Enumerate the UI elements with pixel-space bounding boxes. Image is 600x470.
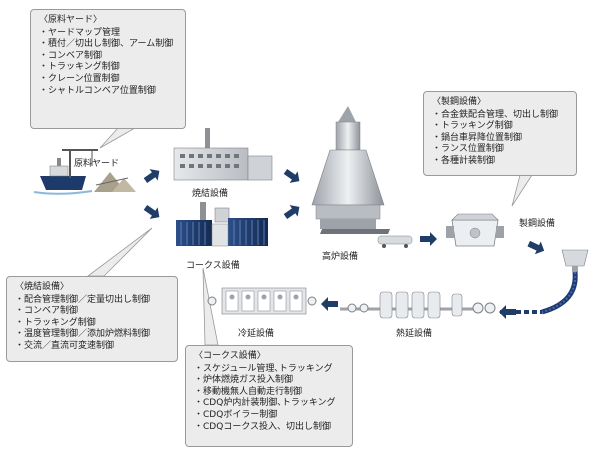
raw-yard-callout-tail xyxy=(99,127,137,149)
cold-rolling-illustration xyxy=(207,287,317,315)
list-item: コンベア制御 xyxy=(15,306,169,318)
list-item: CDQボイラー制御 xyxy=(194,410,344,422)
blast-furnace-illustration xyxy=(311,106,413,248)
sintering-callout: 〈焼結設備〉 配合管理制御／定量切出し制御 コンベア制御 トラッキング制御 温度… xyxy=(6,276,178,362)
flow-arrow-icon xyxy=(143,169,160,184)
converter-illustration xyxy=(446,213,504,247)
flow-arrow-icon xyxy=(143,204,160,219)
coke-callout-list: スケジュール管理､トラッキング 炉体燃焼ガス投入制御 移動機無人自動走行制御 C… xyxy=(194,364,344,434)
raw-yard-callout-title: 〈原料ヤード〉 xyxy=(39,15,103,25)
list-item: トラッキング制御 xyxy=(39,62,177,74)
list-item: CDQコークス投入、切出し制御 xyxy=(194,422,344,434)
list-item: スケジュール管理､トラッキング xyxy=(194,364,344,376)
sintering-callout-list: 配合管理制御／定量切出し制御 コンベア制御 トラッキング制御 温度管理制御／添加… xyxy=(15,295,169,353)
cold-rolling-label: 冷延設備 xyxy=(238,329,275,339)
list-item: CDQ炉内計装制御､トラッキング xyxy=(194,398,344,410)
list-item: シャトルコンベア位置制御 xyxy=(39,86,177,98)
list-item: トラッキング制御 xyxy=(15,318,169,330)
list-item: 炉体燃焼ガス投入制御 xyxy=(194,375,344,387)
hot-rolling-illustration xyxy=(340,291,496,319)
steelmaking-callout-title: 〈製鋼設備〉 xyxy=(432,97,487,107)
flow-arrow-icon xyxy=(527,240,545,255)
flow-arrow-icon xyxy=(283,168,300,183)
list-item: 温度管理制御／添加炉燃料制御 xyxy=(15,329,169,341)
sintering-callout-tail xyxy=(86,227,153,277)
steelmaking-callout-list: 合金鉄配合管理、切出し制御 トラッキング制御 鍋台車昇降位置制御 ランス位置制御… xyxy=(432,110,568,168)
raw-yard-label: 原料ヤード xyxy=(74,159,120,169)
coke-callout: 〈コークス設備〉 スケジュール管理､トラッキング 炉体燃焼ガス投入制御 移動機無… xyxy=(185,345,353,447)
list-item: ヤードマップ管理 xyxy=(39,28,177,40)
flow-arrow-icon xyxy=(499,305,516,319)
caster-illustration xyxy=(500,249,589,315)
steelmaking-callout: 〈製鋼設備〉 合金鉄配合管理、切出し制御 トラッキング制御 鍋台車昇降位置制御 … xyxy=(423,91,577,176)
list-item: 合金鉄配合管理、切出し制御 xyxy=(432,110,568,122)
coke-oven-illustration xyxy=(176,202,268,247)
steelmaking-label: 製鋼設備 xyxy=(519,219,556,229)
coke-label: コークス設備 xyxy=(186,261,240,271)
coke-callout-title: 〈コークス設備〉 xyxy=(194,351,266,361)
hot-rolling-label: 熱延設備 xyxy=(396,329,433,339)
flow-arrow-icon xyxy=(420,232,437,246)
list-item: 鍋台車昇降位置制御 xyxy=(432,133,568,145)
raw-yard-illustration xyxy=(33,149,136,195)
steelmaking-callout-tail xyxy=(511,174,533,207)
raw-yard-callout-list: ヤードマップ管理 積付／切出し制御、アーム制御 コンベア制御 トラッキング制御 … xyxy=(39,28,177,98)
raw-yard-callout: 〈原料ヤード〉 ヤードマップ管理 積付／切出し制御、アーム制御 コンベア制御 ト… xyxy=(30,9,186,129)
list-item: 積付／切出し制御、アーム制御 xyxy=(39,39,177,51)
list-item: ランス位置制御 xyxy=(432,144,568,156)
list-item: 交流／直流可変速制御 xyxy=(15,341,169,353)
flow-arrow-icon xyxy=(321,297,338,311)
sintering-label: 焼結設備 xyxy=(192,189,229,199)
sintering-callout-title: 〈焼結設備〉 xyxy=(15,282,70,292)
list-item: 各種計装制御 xyxy=(432,156,568,168)
blast-furnace-label: 高炉設備 xyxy=(322,252,359,262)
flow-arrow-icon xyxy=(283,205,300,220)
list-item: コンベア制御 xyxy=(39,51,177,63)
list-item: 移動機無人自動走行制御 xyxy=(194,387,344,399)
sintering-plant-illustration xyxy=(173,128,273,181)
coke-callout-tail xyxy=(202,267,219,346)
list-item: トラッキング制御 xyxy=(432,121,568,133)
list-item: クレーン位置制御 xyxy=(39,74,177,86)
flow-arrows xyxy=(143,168,545,319)
list-item: 配合管理制御／定量切出し制御 xyxy=(15,295,169,307)
